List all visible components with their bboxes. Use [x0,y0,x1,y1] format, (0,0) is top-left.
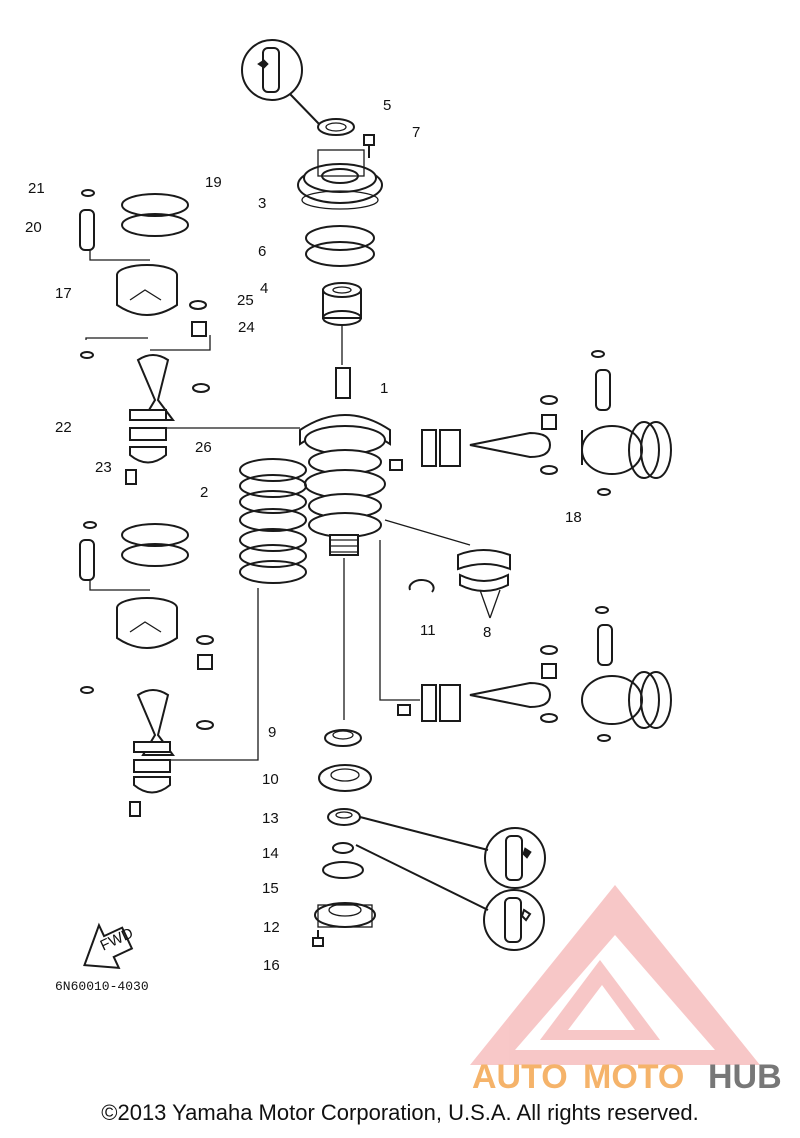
needle-bearing-part [322,282,362,326]
piston-assembly-upper-left [79,189,210,485]
oil-seal-small-part [332,842,489,911]
piston-rings-center-part [239,458,307,584]
callout-12: 12 [263,919,280,936]
callout-19: 19 [205,174,222,191]
gasket-part [322,861,364,879]
callout-2: 2 [200,484,208,501]
callout-4: 4 [260,280,268,297]
callout-10: 10 [262,771,279,788]
callout-13: 13 [262,810,279,827]
piston-assembly-lower-left [79,521,214,817]
piston-assembly-upper-right [389,350,672,496]
callout-17: 17 [55,285,72,302]
bolt-lower-part [312,930,324,947]
callout-labels: 1 2 3 4 5 6 7 8 9 10 11 12 13 14 15 16 1… [25,97,582,974]
seal-part [324,729,362,747]
callout-16: 16 [263,957,280,974]
lower-housing-part [314,902,376,928]
detail-bubble-top [241,39,321,126]
callout-8: 8 [483,624,491,641]
callout-11: 11 [420,622,436,639]
oil-seal-lower-part [327,808,489,851]
callout-23: 23 [95,459,112,476]
callout-21: 21 [28,180,45,197]
oil-seal-part [317,118,355,136]
ball-bearing-part [318,764,372,792]
detail-bubble-lower-1 [484,827,546,889]
watermark-logo-icon [470,885,760,1065]
upper-bearing-housing-part [297,149,383,210]
diagram-code: 6N60010-4030 [55,979,149,994]
detail-bubble-lower-2 [483,889,545,951]
callout-20: 20 [25,219,42,236]
callout-3: 3 [258,195,266,212]
callout-22: 22 [55,419,72,436]
watermark-text-auto: AUTO [472,1058,568,1096]
callout-26: 26 [195,439,212,456]
o-rings-part [305,225,375,267]
callout-7: 7 [412,124,420,141]
watermark-text-moto: MOTO [583,1058,684,1096]
callout-9: 9 [268,724,276,741]
callout-18: 18 [565,509,582,526]
leader-lines [85,250,471,761]
copyright-text: ©2013 Yamaha Motor Corporation, U.S.A. A… [101,1100,699,1125]
circlip-part [408,578,435,593]
crankshaft-part [299,367,391,556]
watermark-text-hub: HUB [708,1058,782,1096]
watermark-text: AUTO MOTO HUB [472,1058,782,1096]
piston-assembly-lower-right [397,606,672,742]
callout-1: 1 [380,380,388,397]
bearing-part [457,549,511,619]
callout-6: 6 [258,243,266,260]
fwd-arrow-icon: FWD [83,922,136,969]
callout-15: 15 [262,880,279,897]
callout-24: 24 [238,319,255,336]
bolt-part [363,134,375,158]
callout-14: 14 [262,845,279,862]
callout-5: 5 [383,97,391,114]
callout-25: 25 [237,292,254,309]
